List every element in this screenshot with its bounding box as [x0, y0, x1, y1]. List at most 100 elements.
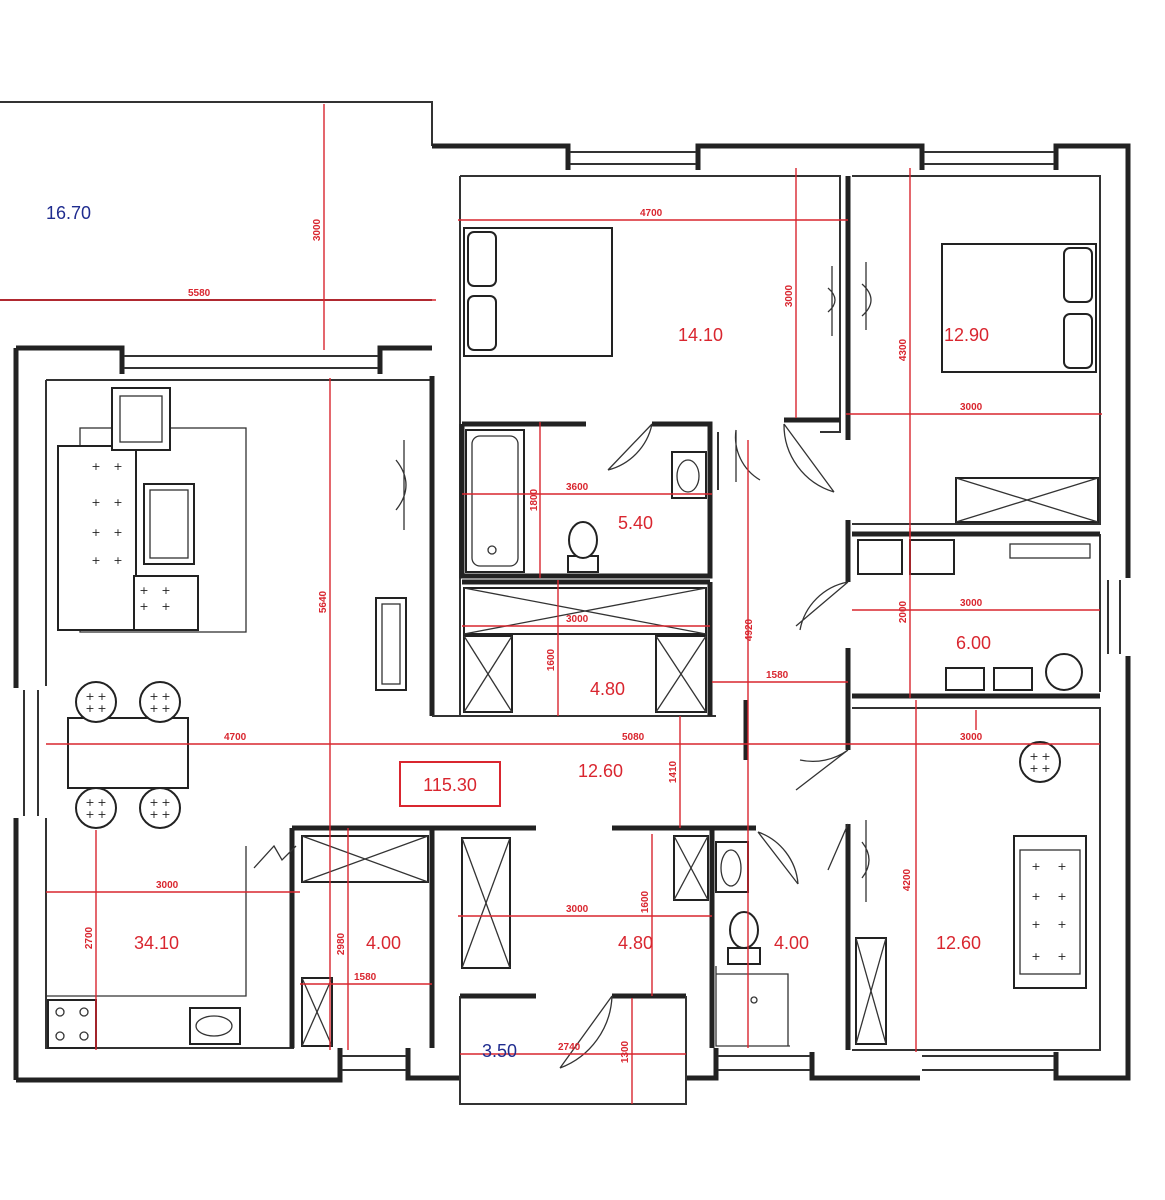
cushion-mark: + [97, 796, 106, 809]
cushion-mark: + [1057, 890, 1066, 903]
sofa-icon [57, 427, 247, 633]
dim-label: 3000 [566, 614, 589, 625]
cushion-mark: + [161, 584, 170, 597]
cushion-mark: + [1057, 950, 1066, 963]
cushion-pattern: ++++++++++++++++++++++++++++++++++++++++ [85, 460, 1066, 963]
doors [253, 423, 849, 1069]
area-hall: 12.60 [578, 761, 623, 781]
dim-label: 3000 [784, 284, 795, 307]
dim-label: 2700 [84, 926, 95, 949]
cushion-mark: + [149, 796, 158, 809]
dim-label: 1410 [668, 760, 679, 783]
cushion-mark: + [91, 496, 100, 509]
furniture: ++++++++++++++++++++++++++++++++++++++++ [46, 227, 1099, 1049]
closet-icon [855, 937, 887, 1045]
cushion-mark: + [149, 808, 158, 821]
cushion-mark: + [97, 690, 106, 703]
total-area-box: 115.30 [399, 761, 501, 807]
cushion-mark: + [139, 600, 148, 613]
lamp-icon [395, 440, 407, 530]
area-porch: 3.50 [482, 1041, 517, 1061]
toilet-icon [567, 521, 599, 573]
room-area-labels: 16.70 14.10 12.90 5.40 6.00 4.80 12.60 3… [46, 203, 991, 1061]
washer-icon [1045, 653, 1083, 691]
total-area: 115.30 [423, 775, 477, 795]
dim-label: 2740 [558, 1042, 581, 1053]
terrace-outline [0, 101, 433, 301]
cushion-mark: + [1031, 950, 1040, 963]
dim-label: 1580 [354, 972, 377, 983]
bathtub-icon [465, 429, 525, 573]
cushion-mark: + [113, 460, 122, 473]
dim-label: 3000 [156, 880, 179, 891]
cushion-mark: + [97, 702, 106, 715]
cushion-mark: + [161, 600, 170, 613]
toilet-icon [727, 911, 761, 965]
cushion-mark: + [91, 526, 100, 539]
closet-icon [461, 837, 511, 969]
lamp-icon [861, 820, 870, 902]
sofa-icon [1013, 835, 1087, 989]
dim-label: 4700 [224, 732, 247, 743]
area-laundry: 6.00 [956, 633, 991, 653]
cushion-mark: + [1041, 750, 1050, 763]
dim-label: 3000 [312, 218, 323, 241]
dim-label: 4920 [744, 618, 755, 641]
closet-icon [955, 477, 1099, 523]
area-living-kitchen: 34.10 [134, 933, 179, 953]
cushion-mark: + [85, 702, 94, 715]
cushion-mark: + [1057, 860, 1066, 873]
cushion-mark: + [1031, 860, 1040, 873]
dim-label: 3000 [960, 402, 983, 413]
area-bath-2: 4.00 [774, 933, 809, 953]
dim-label: 1600 [640, 890, 651, 913]
dim-label: 1300 [620, 1040, 631, 1063]
closet-icon [463, 587, 707, 713]
area-bedroom-3: 12.60 [936, 933, 981, 953]
dim-label: 3000 [566, 904, 589, 915]
area-closet-1: 4.80 [590, 679, 625, 699]
stove-icon [47, 999, 97, 1049]
cushion-mark: + [91, 460, 100, 473]
closet-icon [673, 835, 709, 901]
area-terrace: 16.70 [46, 203, 91, 223]
dim-label: 5080 [622, 732, 645, 743]
interior-walls [289, 176, 1100, 1105]
lamp-icon [861, 262, 872, 330]
cushion-mark: + [113, 496, 122, 509]
cushion-mark: + [1031, 918, 1040, 931]
dim-label: 5580 [188, 288, 211, 299]
cushion-mark: + [1041, 762, 1050, 775]
dim-label: 3000 [960, 598, 983, 609]
dim-label: 2000 [898, 600, 909, 623]
cushion-mark: + [149, 702, 158, 715]
cushion-mark: + [113, 526, 122, 539]
cushion-mark: + [1031, 890, 1040, 903]
tv-icon [375, 597, 407, 691]
chair-icon [75, 681, 1061, 829]
area-closet-2: 4.80 [618, 933, 653, 953]
cushion-mark: + [139, 584, 148, 597]
area-bedroom-2: 12.90 [944, 325, 989, 345]
cushion-mark: + [161, 796, 170, 809]
dim-label: 4200 [902, 868, 913, 891]
dim-label: 5640 [318, 590, 329, 613]
cushion-mark: + [113, 554, 122, 567]
dim-label: 3000 [960, 732, 983, 743]
cushion-mark: + [85, 796, 94, 809]
dim-label: 1600 [546, 648, 557, 671]
cushion-mark: + [1057, 918, 1066, 931]
dining-table-icon [67, 717, 189, 789]
dim-label: 4300 [898, 338, 909, 361]
dim-label: 1580 [766, 670, 789, 681]
area-storage: 4.00 [366, 933, 401, 953]
lamp-icon [827, 266, 836, 336]
cushion-mark: + [149, 690, 158, 703]
closet-icon [301, 835, 429, 1047]
dimension-labels: 5580 3000 4700 3000 4300 3000 3600 1800 … [84, 208, 983, 1063]
area-bedroom-1: 14.10 [678, 325, 723, 345]
dim-label: 3600 [566, 482, 589, 493]
area-bath-1: 5.40 [618, 513, 653, 533]
armchair-icon [111, 387, 171, 451]
